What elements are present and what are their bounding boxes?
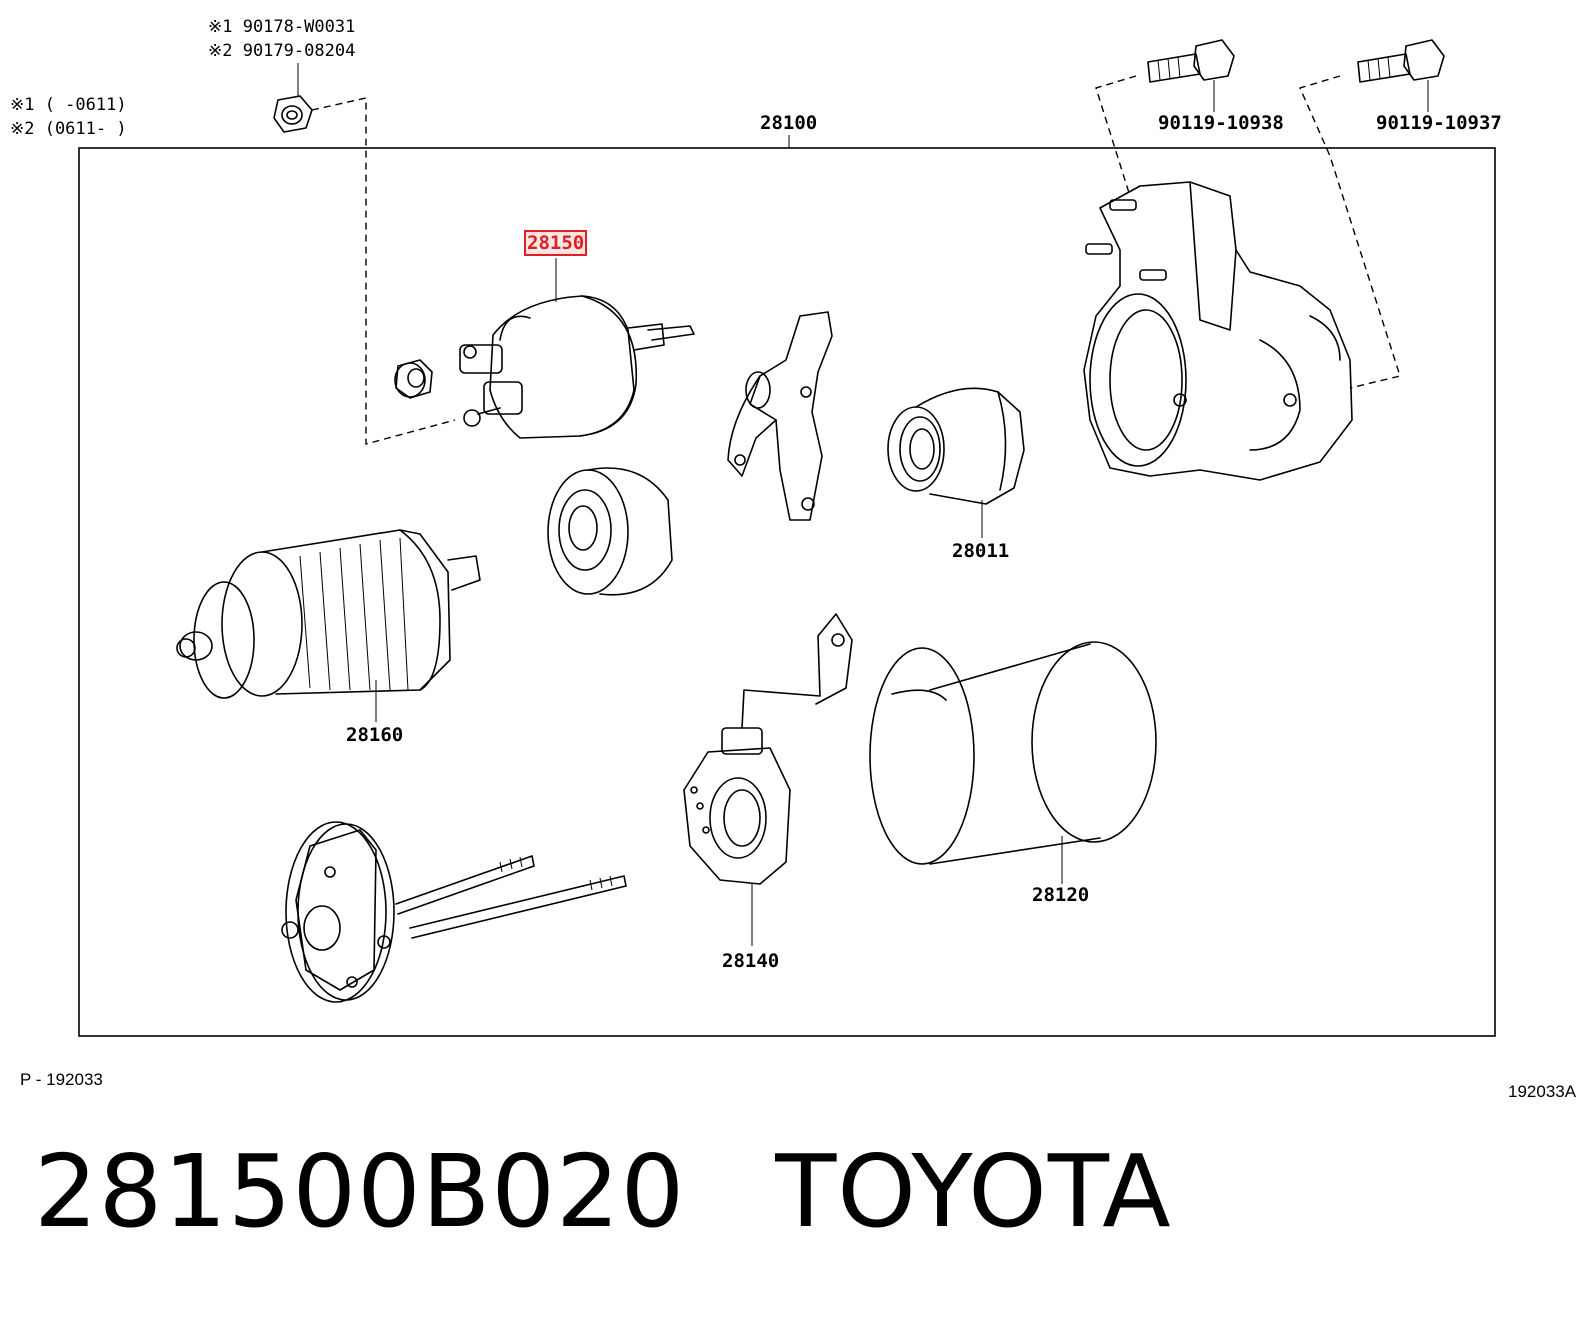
callout-brush-holder[interactable]: 28140: [722, 950, 780, 972]
commutator-end-frame: [281, 821, 627, 1003]
drive-lever: [727, 311, 833, 521]
callout-bolt-a[interactable]: 90119-10938: [1158, 112, 1284, 134]
assembly-frame: [78, 147, 1496, 1037]
yoke-housing: [869, 641, 1157, 884]
dashed-guide-nut: [311, 97, 456, 445]
overrunning-clutch: [887, 387, 1025, 538]
nut-ref-1: ※1 90178-W0031: [208, 17, 356, 37]
solenoid-nut: [394, 359, 433, 399]
brush-holder: [683, 613, 853, 946]
part-number: 281500B020: [34, 1133, 686, 1250]
brand-name: TOYOTA: [775, 1133, 1172, 1250]
drive-housing: [1083, 181, 1353, 481]
lever-boot: [547, 467, 673, 596]
illustration-ref-right: 192033A: [1508, 1082, 1577, 1101]
range-1: ※1 ( -0611): [10, 95, 127, 115]
dashed-guide-bolt-b: [1299, 75, 1401, 389]
nut-top-left: [273, 63, 313, 133]
callout-28100[interactable]: 28100: [760, 112, 818, 134]
dashed-guide-bolt-a: [1095, 75, 1137, 197]
solenoid-switch: [459, 258, 695, 439]
bolt-b: [1357, 39, 1445, 112]
callout-armature[interactable]: 28160: [346, 724, 404, 746]
illustration-ref-left: P - 192033: [20, 1070, 103, 1089]
callout-bolt-b[interactable]: 90119-10937: [1376, 112, 1502, 134]
part-caption: 281500B020 TOYOTA: [34, 1132, 1172, 1252]
nut-ref-2: ※2 90179-08204: [208, 41, 356, 61]
range-2: ※2 (0611- ): [10, 119, 127, 139]
armature: [176, 529, 481, 722]
highlight-box[interactable]: 28150: [523, 230, 588, 256]
callout-yoke[interactable]: 28120: [1032, 884, 1090, 906]
callout-solenoid-highlighted[interactable]: 28150: [523, 230, 588, 256]
callout-clutch[interactable]: 28011: [952, 540, 1010, 562]
bolt-a: [1147, 39, 1235, 112]
exploded-view-drawing: [78, 39, 1496, 1037]
